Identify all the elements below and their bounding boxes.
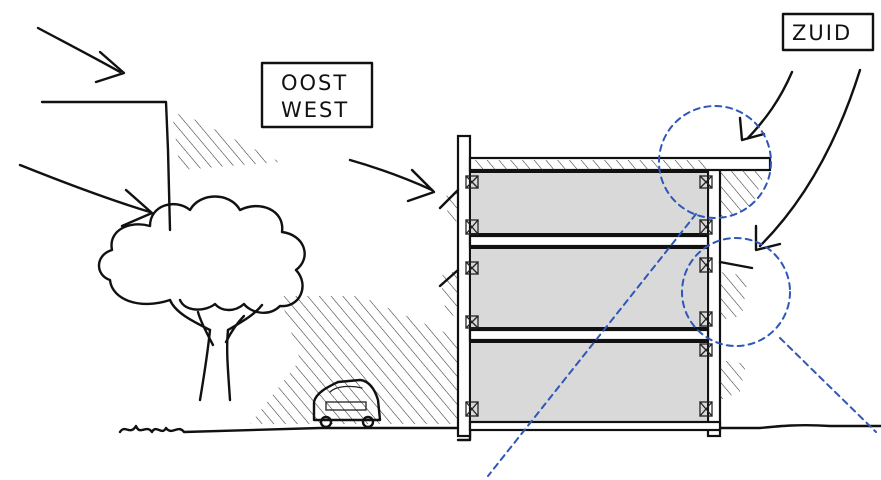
west-facade-column: [456, 134, 472, 438]
room-top-floor: [469, 171, 709, 235]
roof-insulation: [472, 160, 708, 170]
car: [312, 378, 382, 429]
south-overhang-shadow: [720, 170, 766, 220]
detail-callouts: [487, 105, 877, 477]
floor-slab-2: [468, 234, 710, 248]
overhang-shadow-hatch: [172, 112, 280, 170]
floor-slab-1: [468, 328, 710, 342]
south-shade-shadow-middle: [720, 272, 748, 320]
label-south: ZUID: [781, 12, 875, 52]
label-zuid: ZUID: [792, 21, 852, 45]
west-sunshades: [438, 188, 460, 288]
sun-rays-east-west: [18, 26, 436, 232]
south-shade-shadow-bottom: [720, 360, 746, 400]
building-section: [438, 134, 772, 438]
label-oost: OOST: [281, 71, 348, 95]
ground-floor-slab: [468, 420, 722, 432]
tree: [97, 195, 306, 402]
detail-circle-shade: [681, 237, 791, 347]
room-ground-floor: [469, 341, 709, 423]
detail-leader-roof: [487, 213, 697, 477]
label-west: WEST: [281, 98, 349, 122]
detail-leader-shade: [779, 337, 877, 433]
window-frames: [465, 175, 713, 417]
south-facade-column: [706, 158, 722, 438]
sun-rays-south: [738, 68, 862, 252]
detail-circle-roof: [658, 105, 772, 219]
label-east-west: OOST WEST: [260, 61, 374, 129]
south-sunshade: [718, 260, 754, 270]
room-middle-floor: [469, 247, 709, 329]
tree-shadow-hatch: [250, 296, 468, 424]
